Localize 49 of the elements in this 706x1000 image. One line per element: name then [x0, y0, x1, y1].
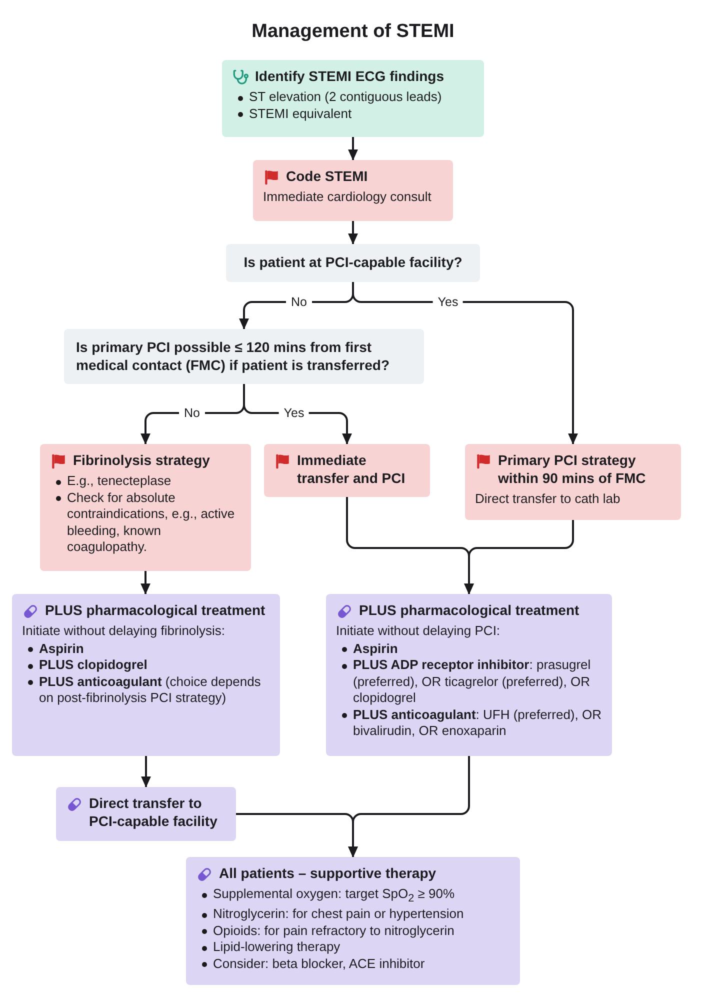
list-item: PLUS clopidogrel: [22, 657, 270, 674]
list-item: E.g., tenecteplase: [50, 473, 241, 490]
process-box: [186, 857, 520, 985]
arrow: [464, 520, 574, 595]
list-item: Opioids: for pain refractory to nitroglycerin: [196, 922, 510, 940]
box-heading: Fibrinolysis strategy: [73, 452, 210, 470]
diagram-title: Management of STEMI: [250, 20, 456, 44]
list-item: Nitroglycerin: for chest pain or hypertension: [196, 906, 510, 923]
list-item: Check for absolute contraindications, e.g., active bleeding, known coagulopathy.: [50, 490, 241, 556]
box-heading: PLUS pharmacological treatment: [45, 602, 266, 620]
box-heading: Direct transfer to PCI-capable facility: [89, 795, 218, 831]
decision-box: [226, 244, 480, 282]
box-heading: Immediate transfer and PCI: [297, 452, 406, 488]
box-text: Initiate without delaying PCI:: [336, 623, 502, 640]
box-heading: All patients – supportive therapy: [219, 865, 436, 883]
list-item: ST elevation (2 contiguous leads): [232, 89, 474, 106]
box-heading: Code STEMI: [286, 168, 368, 186]
box-heading: Identify STEMI ECG findings: [255, 68, 444, 86]
box-text: Immediate cardiology consult: [263, 189, 432, 206]
process-box: [465, 444, 681, 520]
box-text: Direct transfer to cath lab: [475, 490, 622, 508]
list-item: Supplemental oxygen: target SpO$_{2}$ ≥ 90%: [196, 886, 510, 906]
process-box: [326, 594, 612, 756]
list-item: Lipid-lowering therapy: [196, 939, 510, 956]
arrow: [352, 282, 578, 445]
process-box: [264, 444, 430, 497]
decision-question: Is primary PCI possible ≤ 120 mins from first medical contact (FMC) if patient is transferred?: [76, 338, 390, 374]
process-box: [222, 60, 484, 137]
list-item: Aspirin: [336, 640, 602, 657]
decision-question: Is patient at PCI-capable facility?: [244, 254, 462, 272]
box-heading: Primary PCI strategy within 90 mins of FMC: [498, 452, 647, 488]
decision-box: [64, 329, 424, 384]
process-box: [12, 594, 280, 756]
process-box: [40, 444, 251, 571]
process-box: [253, 160, 453, 221]
arrow: [348, 137, 358, 161]
list-item: Aspirin: [22, 640, 270, 657]
list-item: PLUS ADP receptor inhibitor: prasugrel (preferred), OR ticagrelor (preferred), OR clopidogrel: [336, 657, 602, 706]
list-item: PLUS anticoagulant: UFH (preferred), OR bivalirudin, OR enoxaparin: [336, 706, 602, 740]
process-box: [56, 787, 236, 841]
arrow: [141, 756, 151, 788]
box-heading: PLUS pharmacological treatment: [359, 602, 580, 620]
arrow: [348, 221, 358, 245]
list-item: PLUS anticoagulant (choice depends on post-fibrinolysis PCI strategy): [22, 674, 270, 706]
arrow: [348, 756, 470, 858]
arrow: [140, 571, 150, 595]
list-item: STEMI equivalent: [232, 106, 474, 122]
list-item: Consider: beta blocker, ACE inhibitor: [196, 956, 510, 972]
box-text: Initiate without delaying fibrinolysis:: [22, 623, 226, 640]
